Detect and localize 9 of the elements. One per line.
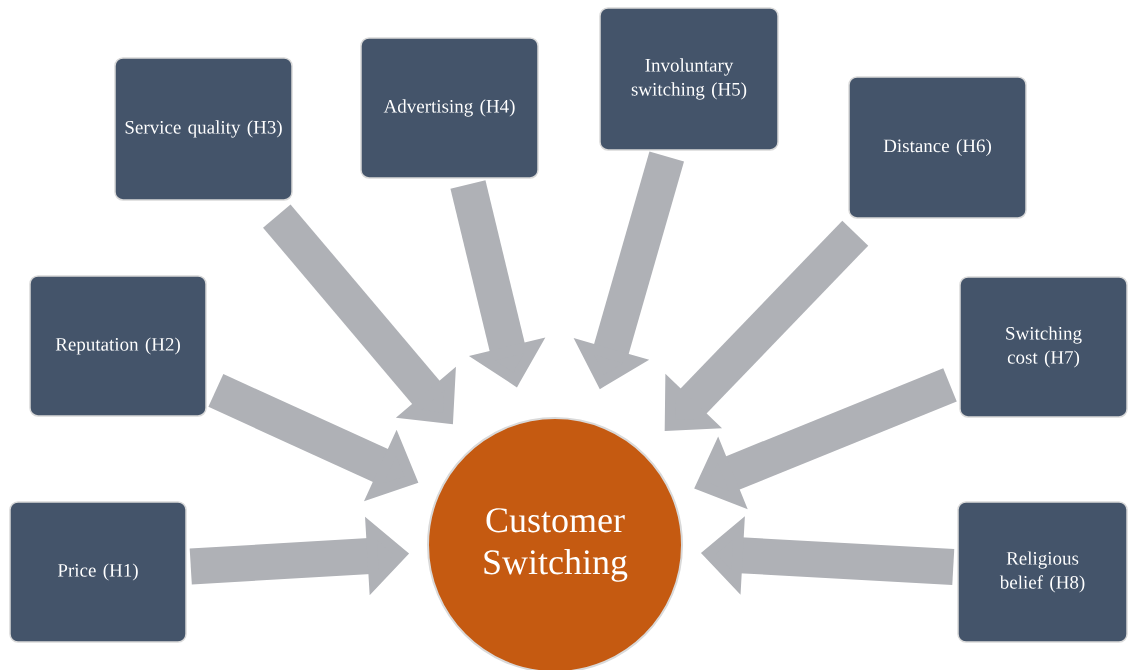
process-box: Distance (H6) — [848, 76, 1027, 219]
process-box: Involuntary switching (H5) — [599, 7, 779, 151]
circle-node: Customer Switching — [427, 417, 683, 670]
process-box: Reputation (H2) — [29, 275, 207, 417]
process-box: Price (H1) — [9, 501, 187, 643]
process-box: Switching cost (H7) — [959, 276, 1128, 418]
process-box: Religious belief (H8) — [957, 501, 1128, 643]
process-box: Advertising (H4) — [360, 37, 539, 179]
process-box: Service quality (H3) — [114, 57, 293, 201]
